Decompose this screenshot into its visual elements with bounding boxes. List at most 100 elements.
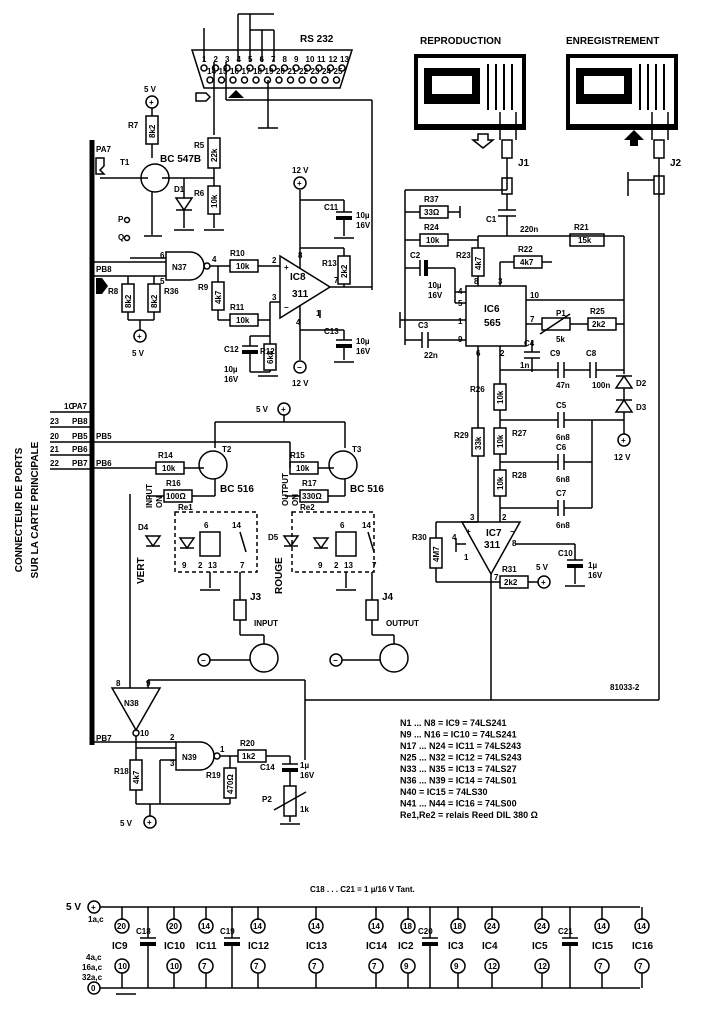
supply-strip-5v-pins: 1a,c xyxy=(88,915,104,924)
r17-value: 330Ω xyxy=(302,492,322,501)
rs232-pin-label: 22 xyxy=(299,67,308,76)
rs232-pin-25 xyxy=(332,76,341,84)
t1-label: T1 xyxy=(120,158,130,167)
chip-vcc-pin xyxy=(484,918,500,934)
port-pin-2: 23 xyxy=(50,417,59,426)
r10-value: 10k xyxy=(236,262,250,271)
parts-list-line: N17 ... N24 = IC11 = 74LS243 xyxy=(400,741,521,751)
port-name-4: PB6 xyxy=(72,445,88,454)
svg-text:10: 10 xyxy=(530,291,539,300)
chip-name: IC4 xyxy=(482,941,498,952)
chip-gnd-label: 10 xyxy=(118,962,127,971)
svg-text:+: + xyxy=(137,332,142,341)
svg-text:−: − xyxy=(201,656,206,665)
rs232-pin-11 xyxy=(315,64,323,72)
tantalum-capacitor xyxy=(422,942,438,946)
chip-vcc-pin xyxy=(114,918,130,934)
rs232-in-arrow-icon xyxy=(195,92,212,102)
r5-label: R5 xyxy=(194,141,205,150)
supply-5v-label: 5 V xyxy=(144,85,157,94)
bus-p: P xyxy=(118,215,124,224)
j4-label: J4 xyxy=(382,592,394,603)
transistor-t3 xyxy=(328,450,358,480)
chip-gnd-label: 7 xyxy=(598,962,603,971)
rs232-pin-label: 20 xyxy=(276,67,285,76)
supply-5v-b-label: 5 V xyxy=(132,349,145,358)
svg-text:5: 5 xyxy=(160,277,165,286)
svg-text:10µ: 10µ xyxy=(356,337,370,346)
d4-label: D4 xyxy=(138,523,149,532)
rs232-pin-label: 10 xyxy=(306,55,315,64)
enregistrement-label: ENREGISTREMENT xyxy=(566,36,659,47)
chip-name: IC10 xyxy=(164,941,186,952)
r18-label: R18 xyxy=(114,767,129,776)
enregistrement-arrow-icon xyxy=(624,130,644,146)
re2-label: Re2 xyxy=(300,503,315,512)
rs232-pin-9 xyxy=(292,64,300,72)
capacitor-c12 xyxy=(242,335,270,372)
chip-vcc-pin xyxy=(308,918,324,934)
r13-value: 2k2 xyxy=(340,264,349,278)
gate-n38 xyxy=(110,687,162,732)
r21-label: R21 xyxy=(574,223,589,232)
resistor-r21 xyxy=(569,233,605,247)
c10-label: C10 xyxy=(558,549,573,558)
ic6-label: IC6 xyxy=(484,304,500,315)
c5-label: C5 xyxy=(556,401,567,410)
svg-text:10µ: 10µ xyxy=(224,365,238,374)
r10-label: R10 xyxy=(230,249,245,258)
supply-5v-c-label: 5 V xyxy=(256,405,269,414)
svg-text:6: 6 xyxy=(340,521,345,530)
bus-pa7: PA7 xyxy=(96,145,112,154)
c5-value: 6n8 xyxy=(556,433,570,442)
capacitor-c3 xyxy=(405,332,466,348)
r27-value: 10k xyxy=(496,434,505,448)
p2-label: P2 xyxy=(262,795,272,804)
svg-text:3: 3 xyxy=(272,293,277,302)
svg-text:+: + xyxy=(297,179,302,188)
supply-strip-gnd-pins-2: 16a,c xyxy=(82,963,103,972)
svg-text:16V: 16V xyxy=(428,291,443,300)
chip-vcc-label: 24 xyxy=(537,922,546,931)
rs232-pin-label: 23 xyxy=(311,67,320,76)
c2-label: C2 xyxy=(410,251,421,260)
t1-type: BC 547B xyxy=(160,154,201,165)
chip-name: IC2 xyxy=(398,941,414,952)
chip-vcc-label: 18 xyxy=(403,922,412,931)
capacitor-c10 xyxy=(567,564,583,568)
t2-type: BC 516 xyxy=(220,484,254,495)
rs232-pin-17 xyxy=(240,76,249,84)
svg-text:2: 2 xyxy=(170,733,175,742)
chip-vcc-pin xyxy=(166,918,182,934)
r7-label: R7 xyxy=(128,121,139,130)
pll-ic6 xyxy=(465,285,527,347)
r37-label: R37 xyxy=(424,195,439,204)
d2-label: D2 xyxy=(636,379,647,388)
transistor-t2 xyxy=(198,450,228,480)
chip-gnd-label: 7 xyxy=(372,962,377,971)
chip-vcc-pin xyxy=(450,918,466,934)
svg-text:+: + xyxy=(91,903,96,912)
rs232-pin-label: 4 xyxy=(237,55,242,64)
r26-label: R26 xyxy=(470,385,485,394)
svg-text:14: 14 xyxy=(362,521,371,530)
ic8-label: IC8 xyxy=(290,272,306,283)
svg-text:1: 1 xyxy=(220,745,225,754)
svg-text:1: 1 xyxy=(458,317,463,326)
chip-vcc-pin xyxy=(534,918,550,934)
rs232-pin-23 xyxy=(309,76,318,84)
rs232-pin-2 xyxy=(211,64,220,72)
led-output-on: OUTPUT xyxy=(281,473,290,506)
side-label-line2: SUR LA CARTE PRINCIPALE xyxy=(30,441,41,578)
rs232-pin-4 xyxy=(234,64,243,72)
bus-q: Q xyxy=(118,233,124,242)
chip-name: IC12 xyxy=(248,941,270,952)
c9-label: C9 xyxy=(550,349,561,358)
chip-name: IC13 xyxy=(306,941,328,952)
tantalum-capacitor xyxy=(562,942,578,946)
svg-text:3: 3 xyxy=(170,759,175,768)
chip-gnd-label: 9 xyxy=(404,962,409,971)
r29-label: R29 xyxy=(454,431,469,440)
r19-label: R19 xyxy=(206,771,221,780)
